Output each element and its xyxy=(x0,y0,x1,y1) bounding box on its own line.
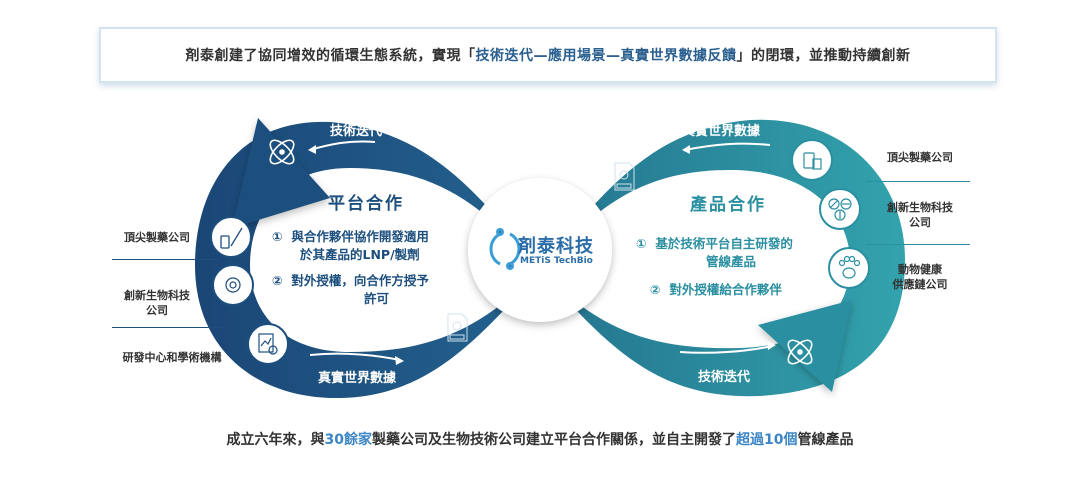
left-partner-1: 頂尖製藥公司 xyxy=(124,231,190,244)
banner-text-suffix: 」的閉環，並推動持續創新 xyxy=(736,48,911,64)
left-partner-2: 創新生物科技公司 xyxy=(124,289,190,317)
left-item-1: ① 與合作夥伴協作開發適用 於其產品的LNP/製劑 xyxy=(272,229,429,262)
document-icon-left xyxy=(447,313,468,342)
right-loop-title: 產品合作 xyxy=(690,195,766,215)
molecule-gear-icon xyxy=(225,277,241,293)
left-top-label: 技術迭代 xyxy=(330,124,383,139)
document-icon-right xyxy=(614,162,635,191)
right-item-2: ② 對外授權給合作夥伴 xyxy=(650,282,782,297)
footer-summary: 成立六年來，與30餘家製藥公司及生物技術公司建立平台合作關係，並自主開發了超過1… xyxy=(226,432,854,448)
logo-name-en: METiS TechBio xyxy=(520,256,593,266)
metis-logo-icon xyxy=(489,228,521,270)
right-partner-1: 頂尖製藥公司 xyxy=(887,151,953,164)
right-bottom-arrow xyxy=(679,345,773,354)
right-top-arrow xyxy=(684,142,771,151)
left-bottom-arrow xyxy=(309,352,401,361)
left-item-2: ② 對外授權，向合作方授予 許可 xyxy=(272,273,429,306)
header-banner: 剤泰創建了協同增效的循環生態系統，實現「技術迭代—應用場景—真實世界數據反饋」的… xyxy=(99,27,997,83)
center-logo-circle xyxy=(468,178,612,322)
divider xyxy=(112,327,222,328)
atom-icon-right xyxy=(787,339,813,365)
left-partner-icons xyxy=(210,216,289,365)
divider xyxy=(112,259,220,260)
right-top-label: 真實世界數據 xyxy=(682,124,761,139)
medicine-bottle-icon xyxy=(803,152,822,170)
right-bottom-label: 技術迭代 xyxy=(698,370,751,385)
right-partner-3: 動物健康供應鏈公司 xyxy=(892,263,948,291)
syringe-vial-icon xyxy=(220,227,243,249)
banner-highlight: 技術迭代—應用場景—真實世界數據反饋 xyxy=(475,48,737,64)
atom-icon-left xyxy=(269,139,295,165)
data-report-icon xyxy=(258,333,278,355)
logo-name-cn: 剤泰科技 xyxy=(518,236,594,257)
left-loop-title: 平台合作 xyxy=(328,194,404,214)
paw-icon xyxy=(838,255,861,279)
divider xyxy=(866,244,970,245)
left-bottom-label: 真實世界數據 xyxy=(318,371,397,386)
right-partner-icons xyxy=(791,139,870,289)
banner-text-prefix: 剤泰創建了協同增效的循環生態系統，實現「 xyxy=(185,48,476,64)
pills-icon xyxy=(828,198,852,221)
right-partner-2: 創新生物科技公司 xyxy=(887,201,953,229)
left-partner-3: 研發中心和學術機構 xyxy=(122,351,222,364)
right-item-1: ① 基於技術平台自主研發的 管線產品 xyxy=(636,236,793,269)
divider xyxy=(866,181,970,182)
